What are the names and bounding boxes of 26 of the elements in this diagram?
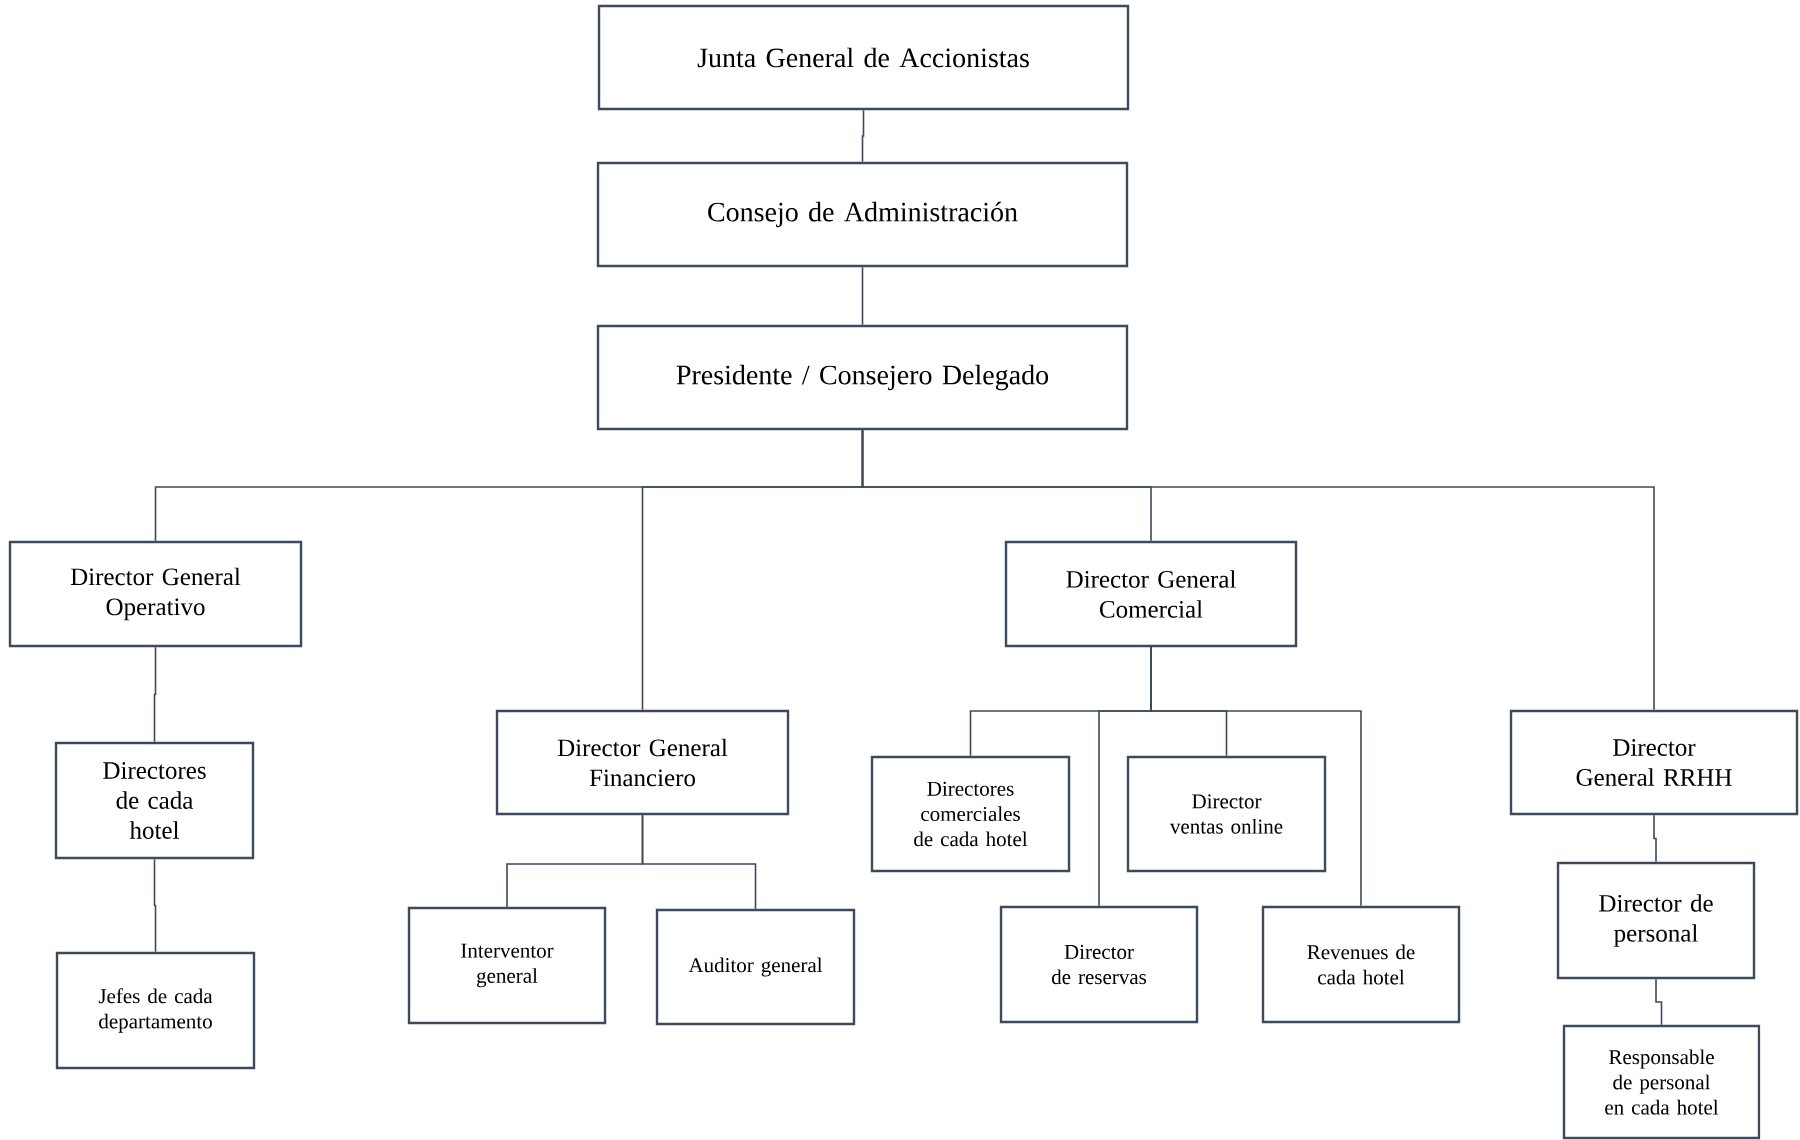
org-box: Director General Comercial xyxy=(1004,540,1298,648)
org-box: Jefes de cada departamento xyxy=(55,951,256,1070)
org-box: Revenues de cada hotel xyxy=(1261,905,1461,1024)
org-box: Director General Financiero xyxy=(495,709,790,816)
org-box: Consejo de Administración xyxy=(596,161,1129,268)
org-box: Director General Operativo xyxy=(8,540,303,648)
connector-line xyxy=(1150,646,1362,907)
connector-line xyxy=(861,266,864,326)
org-box: Junta General de Accionistas xyxy=(597,4,1130,111)
org-box: Auditor general xyxy=(655,908,856,1026)
connector-line xyxy=(861,429,1655,711)
org-box: Directores comerciales de cada hotel xyxy=(870,755,1071,873)
connector-line xyxy=(1653,814,1657,863)
connector-line xyxy=(153,646,157,743)
connector-line xyxy=(153,858,157,953)
org-box: Director ventas online xyxy=(1126,755,1327,873)
org-box: Interventor general xyxy=(407,906,607,1025)
org-box: Director de reservas xyxy=(999,905,1199,1024)
org-box: Responsable de personal en cada hotel xyxy=(1562,1024,1761,1140)
org-box: Director General RRHH xyxy=(1509,709,1799,816)
org-box: Presidente / Consejero Delegado xyxy=(596,324,1129,431)
org-box: Directores de cada hotel xyxy=(54,741,255,860)
connector-line xyxy=(861,109,865,163)
connector-line xyxy=(1655,978,1663,1026)
connector-line xyxy=(641,814,757,910)
org-box: Director de personal xyxy=(1556,861,1756,980)
